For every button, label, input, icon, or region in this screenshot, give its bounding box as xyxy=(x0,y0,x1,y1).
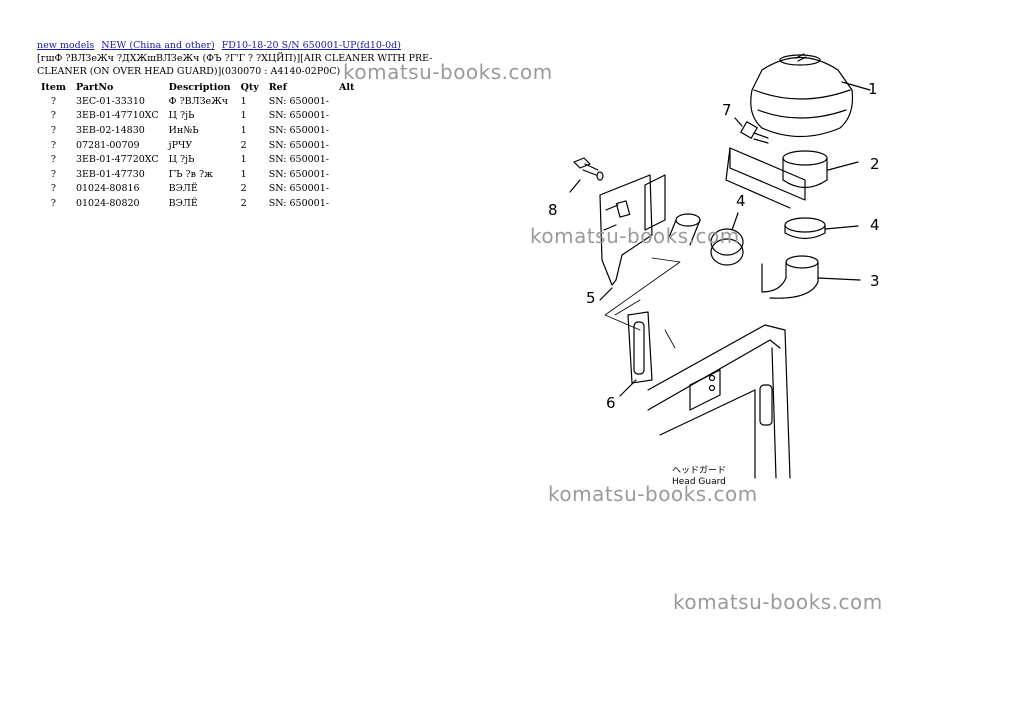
table-row: ? 3EB-02-14830 Ин№Ь 1 SN: 650001- xyxy=(37,123,360,138)
bolt-7 xyxy=(734,117,769,144)
watermark: komatsu-books.com xyxy=(548,482,758,506)
col-partno: PartNo xyxy=(75,81,114,93)
table-row: ? 3EC-01-33310 Ф ?ВЛЗеЖч 1 SN: 650001- xyxy=(37,94,360,109)
cell-partno: 3EB-01-47710XC xyxy=(75,110,159,122)
cell-partno: 3EC-01-33310 xyxy=(75,95,145,107)
callout-3: 3 xyxy=(870,272,880,290)
cell-ref: SN: 650001- xyxy=(268,95,329,107)
cell-partno: 3EB-02-14830 xyxy=(75,124,145,136)
cell-item: ? xyxy=(50,183,57,195)
callout-6: 6 xyxy=(606,394,616,412)
cell-item: ? xyxy=(50,110,57,122)
cell-qty: 1 xyxy=(240,124,247,136)
cell-alt xyxy=(335,167,360,182)
cell-ref: SN: 650001- xyxy=(268,183,329,195)
bolt-8 xyxy=(569,157,604,193)
table-header-row: Item PartNo Description Qty Ref Alt xyxy=(37,80,360,94)
callout-5: 5 xyxy=(586,289,596,307)
callout-2: 2 xyxy=(870,155,880,173)
watermark: komatsu-books.com xyxy=(673,590,883,614)
cell-ref: SN: 650001- xyxy=(268,124,329,136)
col-alt: Alt xyxy=(338,81,355,93)
table-row: ? 3EB-01-47730 ГЪ ?в ?ж 1 SN: 650001- xyxy=(37,167,360,182)
mounting-bracket xyxy=(599,174,701,301)
cell-description: ВЭЛЁ xyxy=(168,183,198,195)
watermark: komatsu-books.com xyxy=(530,224,740,248)
cell-item: ? xyxy=(50,168,57,180)
cell-item: ? xyxy=(50,95,57,107)
cell-description: Ф ?ВЛЗеЖч xyxy=(168,95,229,107)
cell-ref: SN: 650001- xyxy=(268,168,329,180)
table-row: ? 07281-00709 jРЧУ 2 SN: 650001- xyxy=(37,138,360,153)
callout-4: 4 xyxy=(870,216,880,234)
cell-alt xyxy=(335,138,360,153)
cell-description: jРЧУ xyxy=(168,139,193,151)
table-row: ? 3EB-01-47710XC Ц ?jЬ 1 SN: 650001- xyxy=(37,109,360,124)
cell-alt xyxy=(335,123,360,138)
table-row: ? 01024-80816 ВЭЛЁ 2 SN: 650001- xyxy=(37,182,360,197)
cell-qty: 1 xyxy=(240,110,247,122)
cell-ref: SN: 650001- xyxy=(268,139,329,151)
col-ref: Ref xyxy=(268,81,287,93)
watermark: komatsu-books.com xyxy=(343,60,553,84)
col-item: Item xyxy=(41,81,66,93)
breadcrumb-link-model[interactable]: FD10-18-20 S/N 650001-UP(fd10-0d) xyxy=(221,40,401,51)
head-guard-label-jp: ヘッドガード xyxy=(672,465,726,476)
callout-8: 8 xyxy=(548,201,558,219)
col-description: Description xyxy=(168,81,231,93)
cell-qty: 2 xyxy=(240,197,247,209)
parts-table: Item PartNo Description Qty Ref Alt ? 3E… xyxy=(37,80,360,211)
breadcrumb: new models NEW (China and other) FD10-18… xyxy=(37,40,405,52)
parts-diagram: 1 2 3 4 4 5 6 7 8 ヘッドガード Head Guard xyxy=(548,53,880,487)
plate-6 xyxy=(619,311,653,397)
cell-alt xyxy=(335,109,360,124)
cell-partno: 01024-80816 xyxy=(75,183,140,195)
callout-1: 1 xyxy=(868,80,878,98)
cell-qty: 1 xyxy=(240,154,247,166)
cell-qty: 1 xyxy=(240,168,247,180)
cell-qty: 2 xyxy=(240,183,247,195)
cell-partno: 01024-80820 xyxy=(75,197,140,209)
cell-item: ? xyxy=(50,139,57,151)
cell-partno: 07281-00709 xyxy=(75,139,140,151)
table-row: ? 3EB-01-47720XC Ц ?jЬ 1 SN: 650001- xyxy=(37,152,360,167)
hose-clamp-upper xyxy=(784,217,859,240)
page-title: [гшФ ?ВЛЗеЖч ?ДХЖшВЛЗеЖч (ФЪ ?Г'Г ? ?ХЦЙ… xyxy=(37,53,433,77)
cell-description: ГЪ ?в ?ж xyxy=(168,168,213,180)
cell-qty: 2 xyxy=(240,139,247,151)
cell-description: Ц ?jЬ xyxy=(168,110,195,122)
cleaner-bracket xyxy=(725,147,859,209)
hose-clamp-left xyxy=(710,212,744,266)
cell-item: ? xyxy=(50,154,57,166)
cell-qty: 1 xyxy=(240,95,247,107)
cell-alt xyxy=(335,152,360,167)
cell-ref: SN: 650001- xyxy=(268,154,329,166)
col-qty: Qty xyxy=(240,81,259,93)
cell-alt xyxy=(335,94,360,109)
breadcrumb-link-new-china[interactable]: NEW (China and other) xyxy=(101,40,215,51)
cell-description: Ин№Ь xyxy=(168,124,199,136)
head-guard-label-en: Head Guard xyxy=(672,477,726,487)
elbow-hose xyxy=(761,255,861,299)
cell-item: ? xyxy=(50,124,57,136)
callout-4-left: 4 xyxy=(736,192,746,210)
table-row: ? 01024-80820 ВЭЛЁ 2 SN: 650001- xyxy=(37,196,360,211)
cell-alt xyxy=(335,182,360,197)
cell-description: ВЭЛЁ xyxy=(168,197,198,209)
cell-partno: 3EB-01-47730 xyxy=(75,168,145,180)
cell-description: Ц ?jЬ xyxy=(168,154,195,166)
head-guard-frame xyxy=(647,324,791,479)
air-cleaner-bowl xyxy=(750,53,871,138)
cell-item: ? xyxy=(50,197,57,209)
cell-partno: 3EB-01-47720XC xyxy=(75,154,159,166)
breadcrumb-link-new-models[interactable]: new models xyxy=(37,40,95,51)
cell-ref: SN: 650001- xyxy=(268,197,329,209)
callout-7: 7 xyxy=(722,101,732,119)
cell-ref: SN: 650001- xyxy=(268,110,329,122)
cell-alt xyxy=(335,196,360,211)
